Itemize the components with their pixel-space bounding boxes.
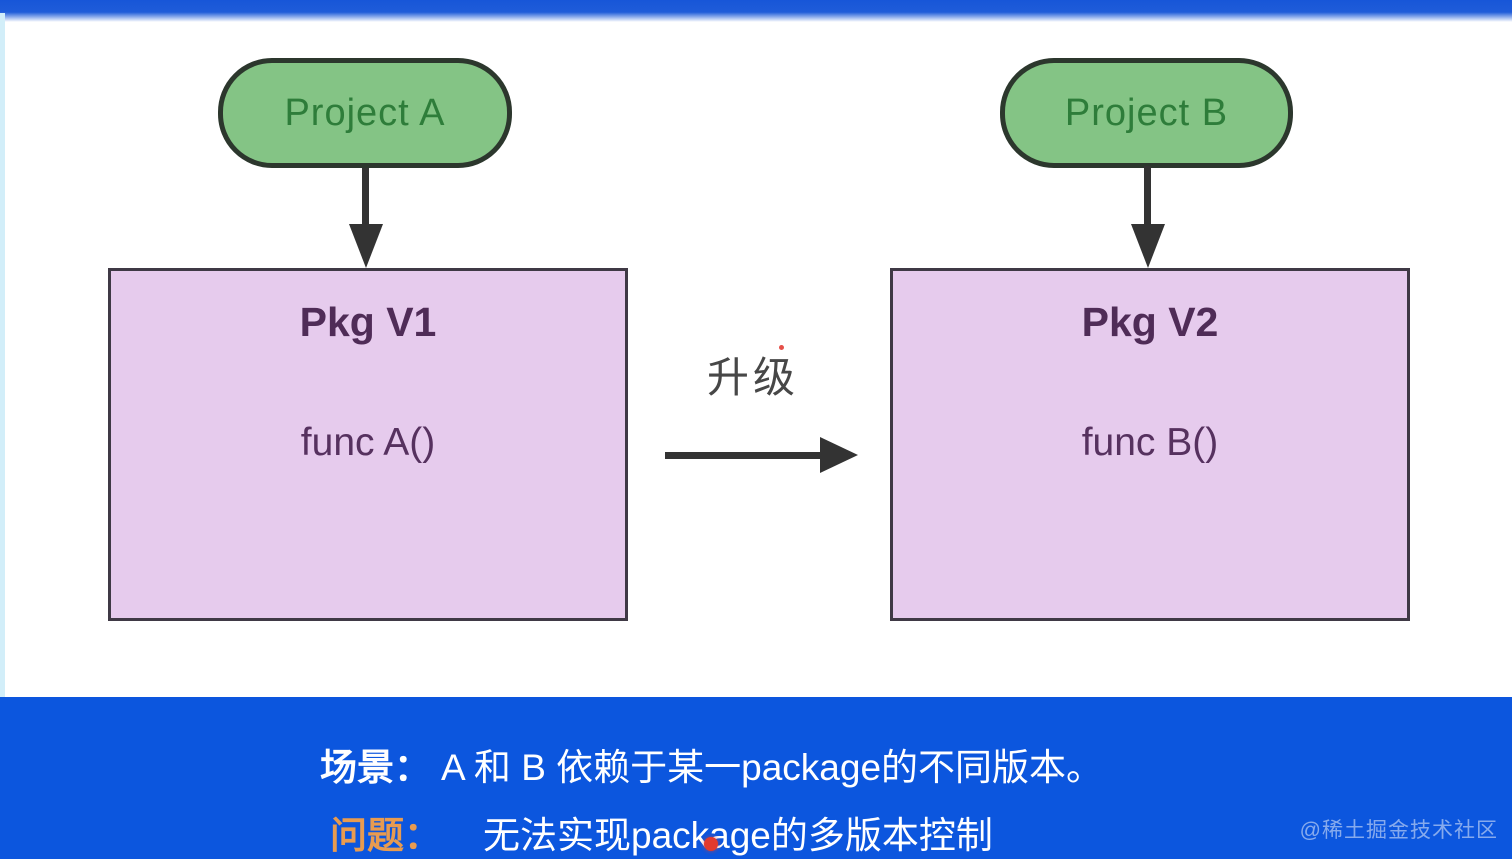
right-arrow-icon [820, 437, 858, 473]
down-arrow-a-icon [349, 224, 383, 268]
pkg-v1-box: Pkg V1 func A() [108, 268, 628, 621]
laser-pointer-dot [704, 837, 718, 851]
left-edge-strip [0, 13, 5, 697]
project-b-node: Project B [1000, 58, 1293, 168]
upgrade-label: 升级 [706, 354, 799, 401]
project-a-label: Project A [284, 91, 446, 134]
project-b-label: Project B [1064, 91, 1229, 134]
watermark: @稀土掘金技术社区 [1299, 819, 1498, 842]
pkg-v1-func: func A() [300, 421, 436, 464]
caption-bar: 场景：A 和 B 依赖于某一package的不同版本。 问题： 无法实现packa… [0, 697, 1512, 859]
scene-text: A 和 B 依赖于某一package的不同版本。 [441, 747, 1104, 788]
project-a-node: Project A [218, 58, 512, 168]
pkg-v2-func: func B() [1081, 421, 1219, 464]
problem-label: 问题： [330, 815, 441, 856]
caption-scene-line: 场景：A 和 B 依赖于某一package的不同版本。 [320, 737, 1103, 791]
scene-label: 场景： [320, 747, 431, 788]
caption-problem-line: 问题： 无法实现package的多版本控制 [330, 805, 993, 859]
pkg-v1-title: Pkg V1 [299, 299, 437, 345]
pointer-speck [779, 345, 784, 350]
problem-text: 无法实现package的多版本控制 [483, 815, 993, 856]
upgrade-arrow-shaft [665, 452, 823, 459]
pkg-v2-box: Pkg V2 func B() [890, 268, 1410, 621]
down-arrow-b-icon [1131, 224, 1165, 268]
top-blue-strip [0, 0, 1512, 22]
down-arrow-a-shaft [362, 168, 369, 226]
pkg-v2-title: Pkg V2 [1081, 299, 1219, 345]
down-arrow-b-shaft [1144, 166, 1151, 226]
